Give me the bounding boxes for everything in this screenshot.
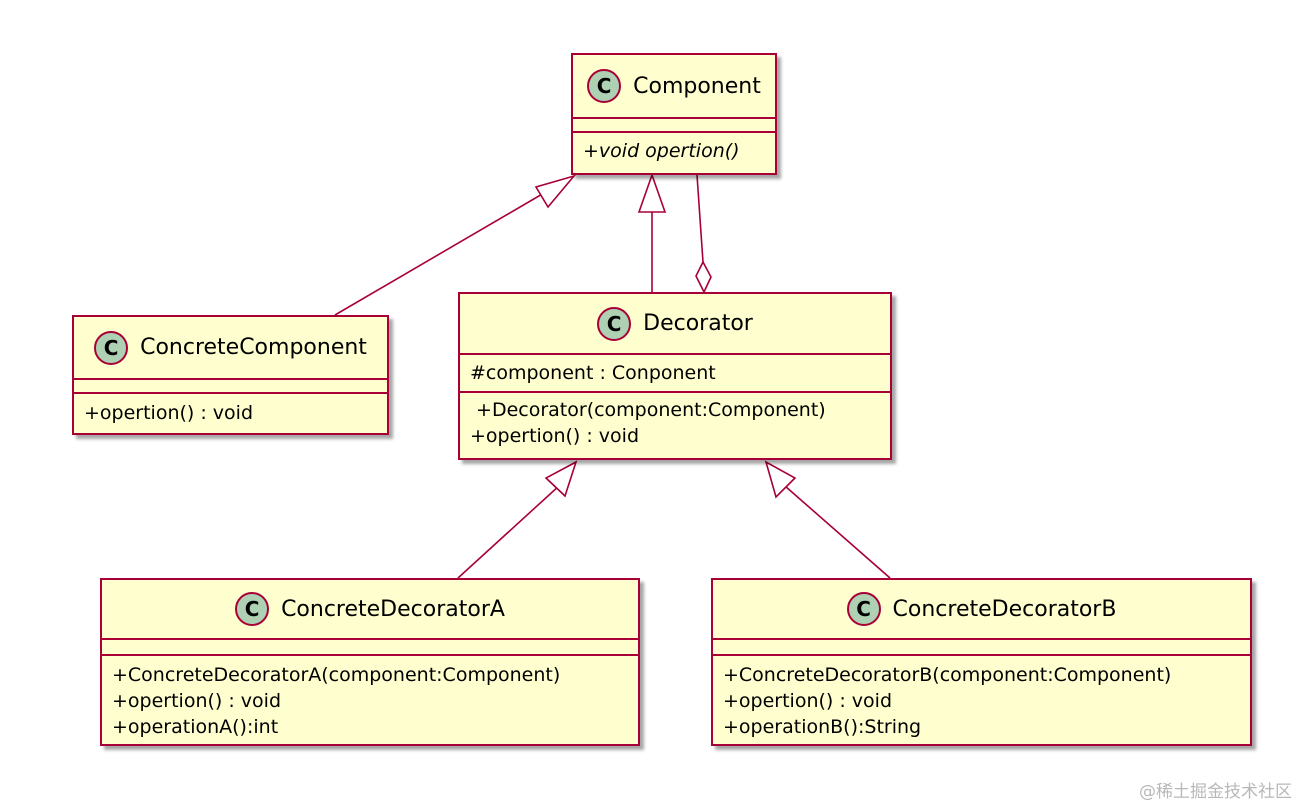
method: +ConcreteDecoratorB(component:Component) (723, 664, 1172, 686)
fields-section (102, 640, 638, 656)
class-name: ConcreteComponent (140, 335, 367, 360)
class-badge-icon: C (587, 69, 622, 103)
class-badge-icon: C (597, 306, 632, 341)
method: +ConcreteDecoratorA(component:Component) (112, 664, 561, 686)
class-name: Decorator (643, 311, 753, 336)
method: +void opertion() (583, 140, 740, 162)
fields-section (713, 640, 1250, 656)
class-name: ConcreteDecoratorA (281, 596, 505, 622)
edge-concretecomponent-to-component (334, 174, 577, 316)
edge-concretedecoratorb-to-decorator (764, 460, 891, 579)
edge-decorator-aggregates-component (695, 174, 712, 294)
method: +operationB():String (723, 716, 922, 738)
method: +opertion() : void (112, 690, 282, 712)
watermark: @稀土掘金技术社区 (1139, 782, 1292, 802)
class-header: C Component (573, 55, 775, 119)
class-name: ConcreteDecoratorB (892, 596, 1117, 622)
method: +operationA():int (112, 716, 279, 738)
methods-section: +ConcreteDecoratorB(component:Component)… (713, 656, 1250, 740)
class-decorator[interactable]: C Decorator #component : Conponent +Deco… (458, 292, 892, 460)
class-component[interactable]: C Component +void opertion() (571, 53, 777, 175)
class-badge-icon: C (94, 330, 129, 365)
class-header: C Decorator (460, 294, 890, 355)
class-header: C ConcreteDecoratorA (102, 580, 638, 640)
edge-decorator-to-component (637, 172, 667, 292)
class-badge-icon: C (846, 592, 881, 626)
fields-section: #component : Conponent (460, 355, 890, 393)
methods-section: +Decorator(component:Component) +opertio… (460, 393, 890, 449)
methods-section: +ConcreteDecoratorA(component:Component)… (102, 656, 638, 740)
class-concrete-decorator-a[interactable]: C ConcreteDecoratorA +ConcreteDecoratorA… (100, 578, 640, 746)
field: #component : Conponent (470, 362, 716, 384)
edge-concretedecoratora-to-decorator (457, 460, 578, 579)
class-concrete-component[interactable]: C ConcreteComponent +opertion() : void (72, 315, 389, 435)
class-badge-icon: C (235, 592, 270, 626)
class-concrete-decorator-b[interactable]: C ConcreteDecoratorB +ConcreteDecoratorB… (711, 578, 1252, 746)
method: +opertion() : void (470, 425, 640, 447)
class-header: C ConcreteDecoratorB (713, 580, 1250, 640)
method: +opertion() : void (723, 690, 893, 712)
fields-section (573, 119, 775, 133)
methods-section: +opertion() : void (74, 394, 387, 426)
fields-section (74, 380, 387, 394)
method: +Decorator(component:Component) (470, 399, 826, 421)
class-header: C ConcreteComponent (74, 317, 387, 380)
method: +opertion() : void (84, 402, 254, 424)
methods-section: +void opertion() (573, 133, 775, 164)
class-name: Component (633, 73, 761, 99)
